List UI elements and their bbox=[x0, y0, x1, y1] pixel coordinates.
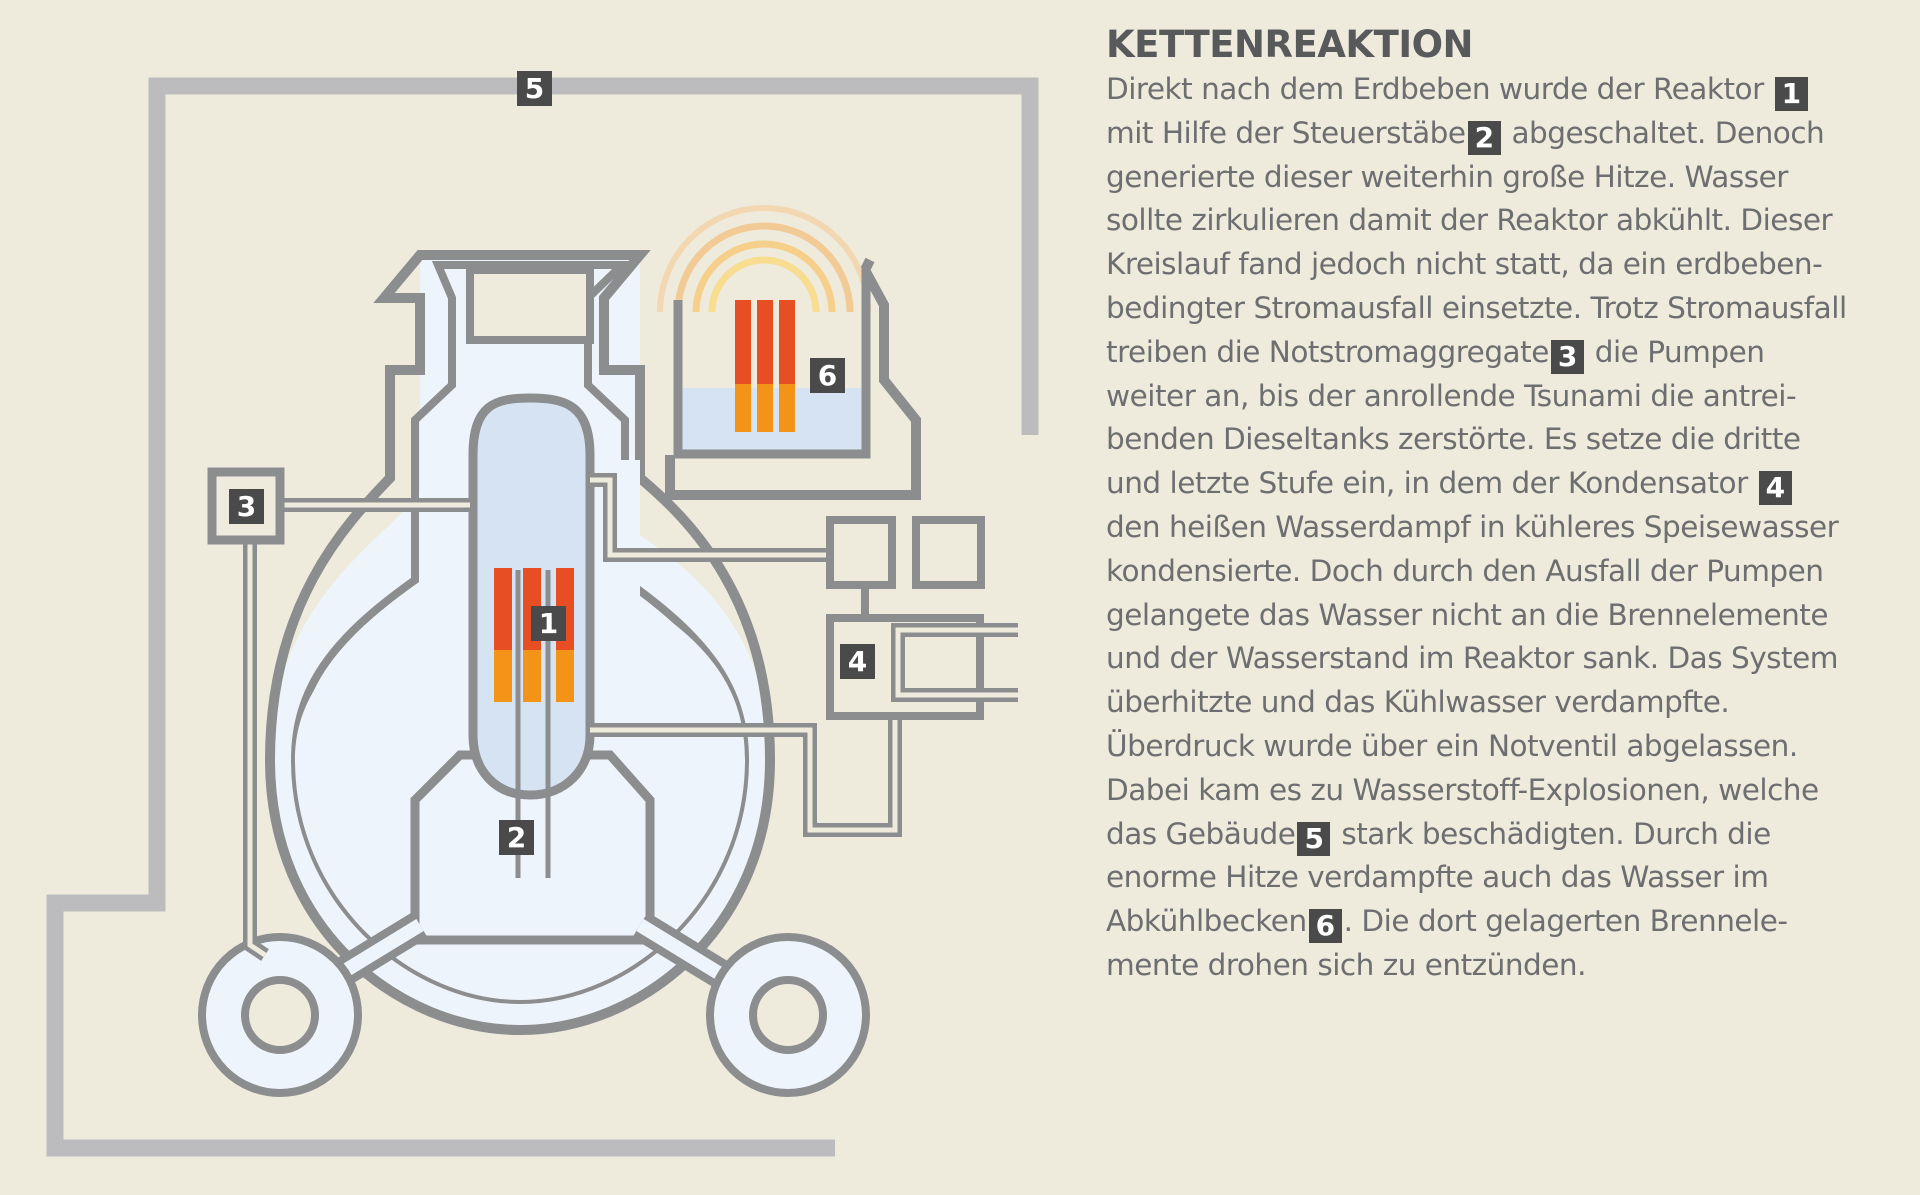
body-line-text: die Pumpen bbox=[1594, 334, 1765, 369]
body-line: und der Wasserstand im Reaktor sank. Das… bbox=[1106, 641, 1839, 676]
badge-inline-control-rods: 2 bbox=[1467, 120, 1501, 155]
badge-building: 5 bbox=[517, 71, 552, 106]
body-line-text: . Die dort gelagerten Brennele- bbox=[1343, 904, 1788, 939]
fuel-rod-1-hot bbox=[494, 568, 512, 650]
torus-left-hole bbox=[241, 976, 319, 1054]
cooling-pool-heat-arc-outer bbox=[657, 205, 871, 313]
pool-rod-3-warm bbox=[779, 384, 795, 432]
svg-text:6: 6 bbox=[818, 359, 837, 392]
body-line-text: und letzte Stufe ein, in dem der Kondens… bbox=[1106, 466, 1748, 501]
body-line: überhitzte und das Kühlwasser verdampfte… bbox=[1106, 685, 1730, 720]
body-line: enorme Hitze verdampfte auch das Wasser … bbox=[1106, 860, 1769, 895]
pool-rod-1-hot bbox=[735, 300, 751, 384]
turbine-box-right bbox=[912, 516, 985, 589]
svg-text:1: 1 bbox=[539, 607, 558, 640]
body-line-text: abgeschaltet. Denoch bbox=[1511, 115, 1825, 150]
body-line-text: mit Hilfe der Steuerstäbe bbox=[1106, 115, 1466, 150]
body-line: kondensierte. Doch durch den Ausfall der… bbox=[1106, 553, 1824, 588]
badge-inline-cooling-pool: 6 bbox=[1308, 909, 1342, 944]
fuel-rod-1-warm bbox=[494, 650, 512, 702]
body-line-text: das Gebäude bbox=[1106, 816, 1296, 851]
svg-text:5: 5 bbox=[525, 72, 544, 105]
body-line: Dabei kam es zu Wasserstoff-Explosionen,… bbox=[1106, 772, 1819, 807]
torus-leg-right-fill bbox=[636, 919, 734, 986]
reactor-building-outline bbox=[46, 77, 1039, 1157]
cooling-pool-basin bbox=[673, 265, 871, 459]
badge-inline-emergency-generator: 3 bbox=[1550, 339, 1584, 374]
body-text: Direkt nach dem Erdbeben wurde der Reakt… bbox=[1106, 68, 1906, 988]
svg-text:4: 4 bbox=[848, 645, 867, 678]
badge-reactor: 1 bbox=[531, 606, 566, 641]
badge-condenser: 4 bbox=[840, 644, 875, 679]
badge-emergency-generator: 3 bbox=[229, 489, 264, 524]
body-line: Kreislauf fand jedoch nicht statt, da ei… bbox=[1106, 247, 1823, 282]
pool-rod-1-warm bbox=[735, 384, 751, 432]
body-line: gelangete das Wasser nicht an die Brenne… bbox=[1106, 597, 1829, 632]
svg-text:3: 3 bbox=[237, 490, 256, 523]
body-line-text: Abkühlbecken bbox=[1106, 904, 1307, 939]
turbine-box-left bbox=[826, 516, 896, 589]
body-line-text: stark beschädigten. Durch die bbox=[1341, 816, 1771, 851]
body-line: generierte dieser weiterhin große Hitze.… bbox=[1106, 159, 1788, 194]
body-line-text: Direkt nach dem Erdbeben wurde der Reakt… bbox=[1106, 72, 1764, 106]
pipe-generator-down-inner bbox=[247, 540, 267, 958]
cooling-pool-heat-arc-2 bbox=[674, 222, 854, 313]
cooling-pool-heat-arc-inner bbox=[708, 256, 820, 313]
reactor-diagram: 5 3 1 2 4 6 bbox=[46, 71, 1039, 1157]
body-line: Direkt nach dem Erdbeben wurde der Reakt… bbox=[1106, 68, 1906, 112]
text-panel: KETTENREAKTION Direkt nach dem Erdbeben … bbox=[1106, 22, 1906, 988]
body-line: mente drohen sich zu entzünden. bbox=[1106, 947, 1587, 982]
badge-inline-condenser: 4 bbox=[1758, 471, 1792, 506]
body-line: sollte zirkulieren damit der Reaktor abk… bbox=[1106, 203, 1833, 238]
badge-cooling-pool: 6 bbox=[810, 358, 845, 393]
condenser-cooling-loop-inner bbox=[895, 627, 1018, 698]
badge-control-rods: 2 bbox=[499, 820, 534, 855]
cooling-pool-heat-arc-3 bbox=[692, 240, 836, 313]
pipe-return-inner bbox=[590, 720, 898, 833]
body-line: bedingter Stromausfall einsetzte. Trotz … bbox=[1106, 290, 1847, 325]
badge-inline-reactor: 1 bbox=[1774, 77, 1808, 111]
fuel-rod-3-warm bbox=[556, 650, 574, 702]
containment-outline bbox=[264, 250, 776, 1036]
pool-rod-2-warm bbox=[757, 384, 773, 432]
body-line: und letzte Stufe ein, in dem der Kondens… bbox=[1106, 462, 1906, 506]
pipe-to-condenser-inner bbox=[590, 477, 830, 558]
fuel-rod-2-warm bbox=[523, 650, 541, 702]
body-line-text: treiben die Notstromaggregate bbox=[1106, 334, 1549, 369]
svg-text:2: 2 bbox=[507, 821, 526, 854]
body-line: den heißen Wasserdampf in kühleres Speis… bbox=[1106, 509, 1839, 544]
body-line: benden Dieseltanks zerstörte. Es setze d… bbox=[1106, 422, 1801, 457]
page-title: KETTENREAKTION bbox=[1106, 23, 1474, 66]
badge-inline-building: 5 bbox=[1297, 821, 1331, 856]
pool-rod-2-hot bbox=[757, 300, 773, 384]
pool-rod-3-hot bbox=[779, 300, 795, 384]
body-line: Überdruck wurde über ein Notventil abgel… bbox=[1106, 728, 1798, 763]
body-line: weiter an, bis der anrollende Tsunami di… bbox=[1106, 378, 1797, 413]
top-pool bbox=[466, 266, 594, 344]
torus-right-hole bbox=[749, 976, 827, 1054]
